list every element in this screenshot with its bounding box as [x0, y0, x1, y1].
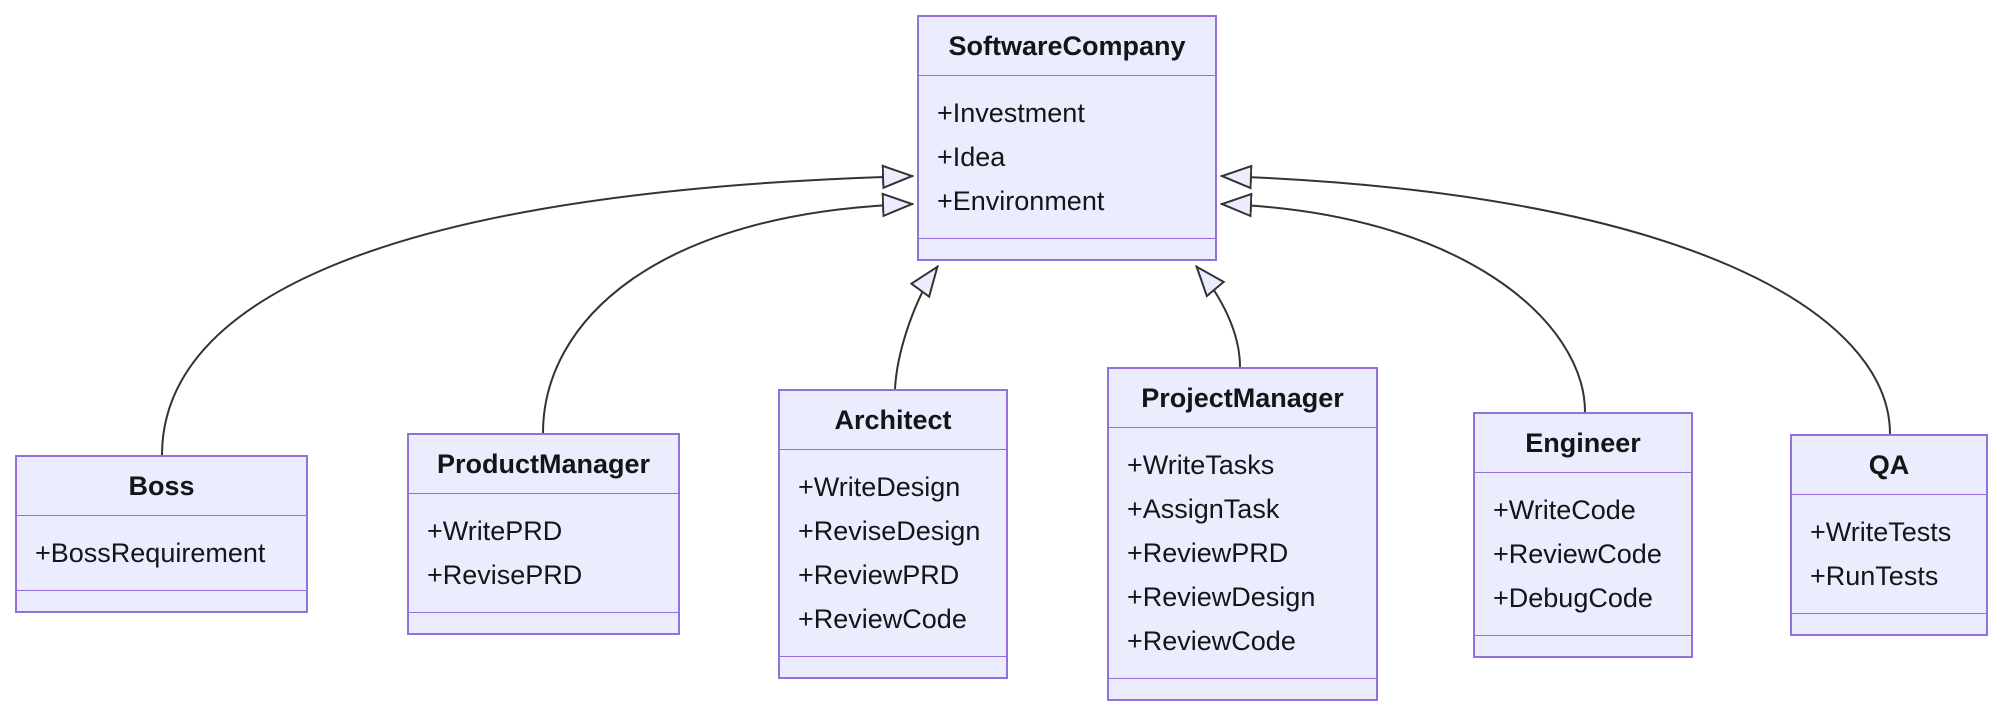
class-member: +DebugCode	[1493, 583, 1653, 613]
class-members: +Investment +Idea +Environment	[919, 76, 1215, 238]
class-box-qa: QA +WriteTests +RunTests	[1790, 434, 1988, 636]
edge-engineer-to-softwarecompany	[1221, 204, 1586, 413]
class-empty-methods-compartment	[409, 612, 678, 633]
class-title: Boss	[17, 457, 306, 516]
class-member: +WriteDesign	[798, 472, 961, 502]
class-member: +Idea	[937, 142, 1006, 172]
class-member: +ReviewCode	[1493, 539, 1662, 569]
class-empty-methods-compartment	[17, 590, 306, 611]
edge-projectmanager-to-softwarecompany	[1196, 266, 1241, 368]
class-box-productmanager: ProductManager +WritePRD +RevisePRD	[407, 433, 680, 635]
class-members: +WriteCode +ReviewCode +DebugCode	[1475, 473, 1691, 635]
edge-productmanager-to-softwarecompany	[542, 204, 913, 434]
class-member: +WriteTests	[1810, 517, 1952, 547]
class-member: +AssignTask	[1127, 494, 1280, 524]
class-members: +BossRequirement	[17, 516, 306, 590]
class-member: +ReviseDesign	[798, 516, 981, 546]
class-member: +ReviewCode	[1127, 626, 1296, 656]
class-member: +BossRequirement	[35, 538, 266, 568]
class-title: ProductManager	[409, 435, 678, 494]
class-member: +WriteCode	[1493, 495, 1636, 525]
class-member: +Environment	[937, 186, 1105, 216]
class-box-softwarecompany: SoftwareCompany +Investment +Idea +Envir…	[917, 15, 1217, 261]
class-member: +RevisePRD	[427, 560, 583, 590]
class-empty-methods-compartment	[919, 238, 1215, 259]
class-member: +RunTests	[1810, 561, 1939, 591]
class-member: +ReviewDesign	[1127, 582, 1316, 612]
edge-architect-to-softwarecompany	[894, 266, 938, 390]
class-member: +WritePRD	[427, 516, 563, 546]
class-title: Architect	[780, 391, 1006, 450]
class-members: +WritePRD +RevisePRD	[409, 494, 678, 612]
class-box-engineer: Engineer +WriteCode +ReviewCode +DebugCo…	[1473, 412, 1693, 658]
class-member: +ReviewCode	[798, 604, 967, 634]
edge-qa-to-softwarecompany	[1221, 176, 1891, 435]
edge-boss-to-softwarecompany	[161, 176, 913, 456]
class-title: SoftwareCompany	[919, 17, 1215, 76]
class-members: +WriteTasks +AssignTask +ReviewPRD +Revi…	[1109, 428, 1376, 678]
class-members: +WriteTests +RunTests	[1792, 495, 1986, 613]
class-empty-methods-compartment	[1109, 678, 1376, 699]
class-title: Engineer	[1475, 414, 1691, 473]
class-title: ProjectManager	[1109, 369, 1376, 428]
class-empty-methods-compartment	[1475, 635, 1691, 656]
class-members: +WriteDesign +ReviseDesign +ReviewPRD +R…	[780, 450, 1006, 656]
class-member: +WriteTasks	[1127, 450, 1275, 480]
class-empty-methods-compartment	[1792, 613, 1986, 634]
class-member: +ReviewPRD	[1127, 538, 1289, 568]
class-member: +ReviewPRD	[798, 560, 960, 590]
class-box-boss: Boss +BossRequirement	[15, 455, 308, 613]
class-box-architect: Architect +WriteDesign +ReviseDesign +Re…	[778, 389, 1008, 679]
class-member: +Investment	[937, 98, 1085, 128]
class-title: QA	[1792, 436, 1986, 495]
class-box-projectmanager: ProjectManager +WriteTasks +AssignTask +…	[1107, 367, 1378, 701]
class-empty-methods-compartment	[780, 656, 1006, 677]
